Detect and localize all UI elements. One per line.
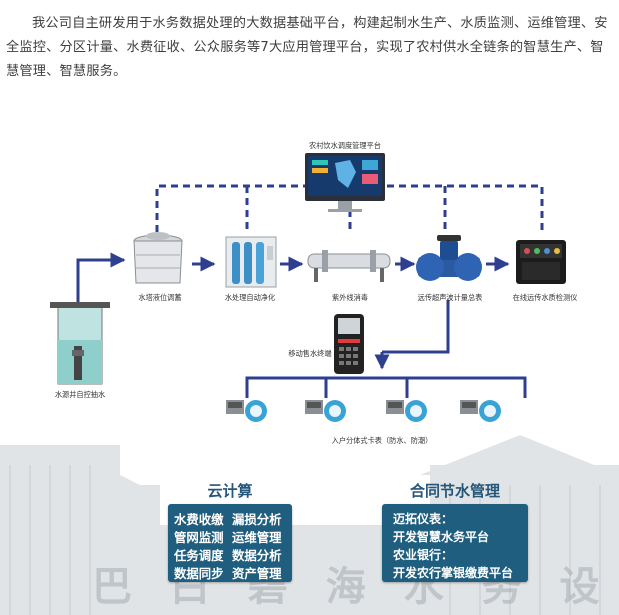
water-meter-icon bbox=[386, 400, 427, 422]
contract-item: 农业银行： bbox=[393, 548, 454, 562]
water-quality-icon bbox=[516, 240, 566, 284]
monitor-icon bbox=[305, 153, 385, 212]
water-meter-icon bbox=[460, 400, 501, 422]
node-label-water-quality: 在线远传水质检测仪 bbox=[513, 293, 578, 302]
node-label-treatment: 水处理自动净化 bbox=[225, 293, 275, 302]
contract-item: 开发智慧水务平台 bbox=[393, 530, 490, 544]
node-label-uv: 紫外线消毒 bbox=[332, 293, 368, 302]
cloud-item: 管网监测 bbox=[174, 530, 224, 545]
cloud-panel-title: 云计算 bbox=[207, 482, 253, 500]
intro-paragraph: 我公司自主研发用于水务数据处理的大数据基础平台，构建起制水生产、水质监测、运维管… bbox=[6, 16, 608, 79]
contract-panel: 迈拓仪表： 开发智慧水务平台 农业银行： 开发农行掌银缴费平台 bbox=[382, 504, 528, 582]
water-treatment-icon bbox=[225, 236, 277, 288]
node-label-flow-meter: 远传超声波计量总表 bbox=[418, 293, 483, 302]
cloud-item: 水费收缴 bbox=[174, 512, 224, 527]
node-label-tower: 水塔液位调蓄 bbox=[138, 293, 181, 302]
water-meter-icon bbox=[305, 400, 346, 422]
contract-item: 迈拓仪表： bbox=[393, 512, 454, 526]
node-label-well: 水源井自控抽水 bbox=[55, 390, 105, 399]
cloud-item: 资产管理 bbox=[232, 566, 282, 581]
contract-panel-title: 合同节水管理 bbox=[409, 482, 500, 500]
meters-label: 入户分体式卡表（防水、防潮） bbox=[332, 436, 433, 445]
well-icon bbox=[50, 302, 110, 385]
pos-terminal-label: 移动售水终端 bbox=[288, 349, 331, 358]
pos-terminal-icon bbox=[334, 314, 364, 374]
water-tower-icon bbox=[133, 232, 183, 284]
water-system-diagram: 农村饮水调度管理平台 水源井自控抽水 水塔液位调蓄 水处理自动净化 紫外线消毒 bbox=[50, 141, 578, 445]
uv-sterilizer-icon bbox=[307, 250, 391, 282]
cloud-panel: 水费收缴 漏损分析 管网监测 运维管理 任务调度 数据分析 数据同步 资产管理 bbox=[168, 504, 292, 582]
cloud-item: 任务调度 bbox=[174, 548, 224, 563]
cloud-item: 数据分析 bbox=[232, 548, 282, 563]
contract-item: 开发农行掌银缴费平台 bbox=[393, 566, 514, 580]
cloud-item: 运维管理 bbox=[232, 530, 282, 545]
water-flow-lines bbox=[76, 252, 527, 398]
flow-meter-icon bbox=[416, 235, 482, 281]
platform-label: 农村饮水调度管理平台 bbox=[309, 141, 381, 150]
water-meter-icon bbox=[226, 400, 267, 422]
cloud-item: 数据同步 bbox=[174, 566, 224, 581]
cloud-item: 漏损分析 bbox=[232, 512, 282, 527]
